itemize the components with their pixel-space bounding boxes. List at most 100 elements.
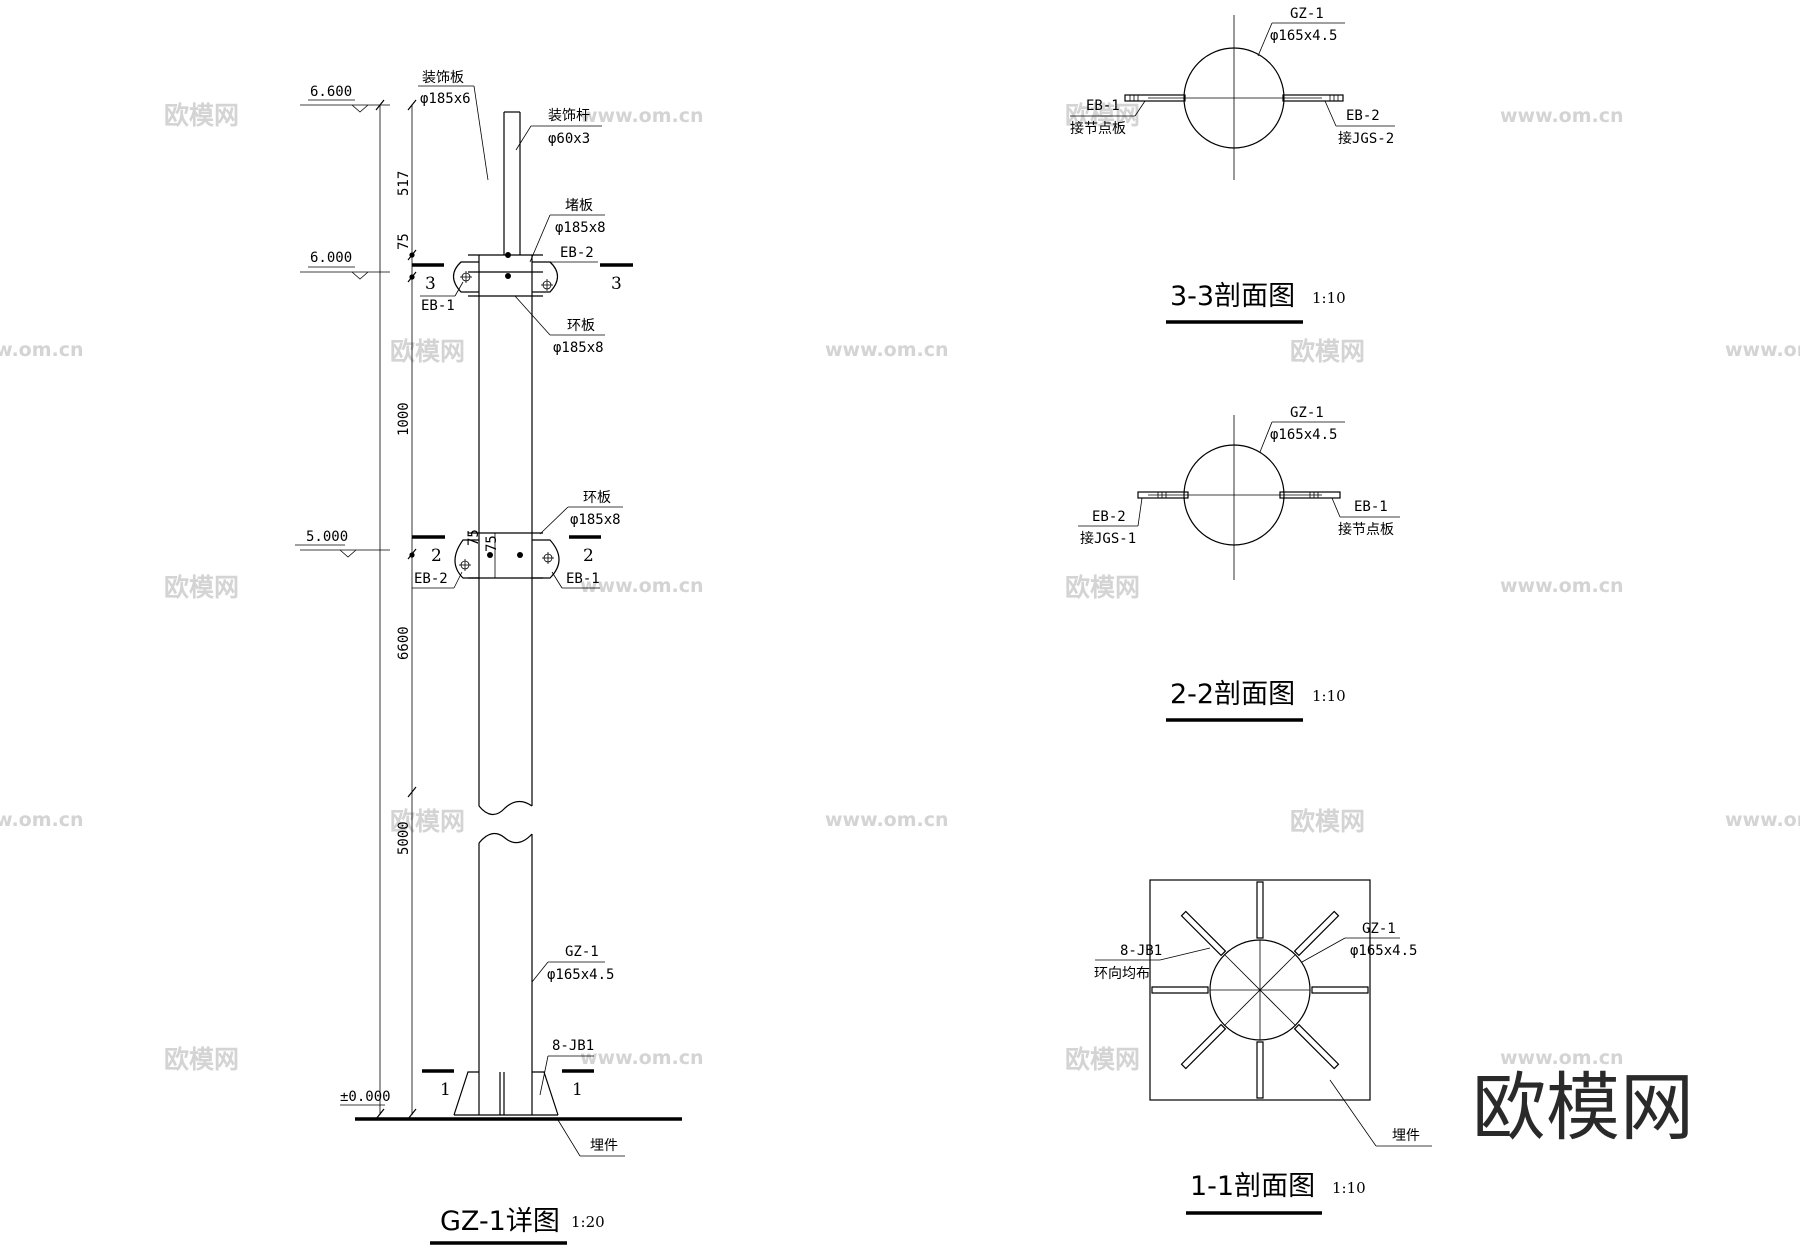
sec22-right-note: 接节点板 <box>1338 521 1394 538</box>
watermark-brand: 欧模网 <box>1065 101 1140 130</box>
level-mark-ground: ±0.000 <box>340 1089 391 1106</box>
section-1-left: 1 <box>440 1080 451 1100</box>
label-cap-plate: 堵板 φ185x8 <box>529 198 606 263</box>
elevation-title: GZ-1详图 <box>440 1206 560 1237</box>
level-6000-label: 6.000 <box>310 250 352 266</box>
section-3-right: 3 <box>611 274 622 294</box>
eb1-plate-mid <box>532 539 560 579</box>
label-eb2-mid: EB-2 <box>412 571 463 589</box>
sec33-right-label: EB-2 <box>1346 108 1380 124</box>
dim-1000: 1000 <box>396 402 412 436</box>
watermark-brand: 欧模网 <box>390 807 465 836</box>
label-eb1-mid: EB-1 <box>551 571 600 589</box>
sec11-title: 1-1剖面图 <box>1190 1171 1315 1202</box>
eb2-mid-label: EB-2 <box>414 571 448 587</box>
label-eb2-top: EB-2 <box>550 245 598 263</box>
sec22-gz-spec: φ165x4.5 <box>1270 427 1337 443</box>
jb-label: 8-JB1 <box>552 1038 594 1054</box>
watermark-brand: 欧模网 <box>1065 573 1140 602</box>
sec33-left-note: 接节点板 <box>1070 120 1126 137</box>
section-2-left: 2 <box>431 546 442 566</box>
watermark-url: www.om.cn <box>1725 339 1800 361</box>
watermark-url: www.om.cn <box>1500 105 1624 127</box>
dim-75-top: 75 <box>396 233 412 250</box>
sec11-embed-label: 埋件 <box>1392 1128 1420 1144</box>
elevation-gz1: 6.600 6.000 5.000 ±0.000 <box>295 70 682 1245</box>
embed-label: 埋件 <box>590 1138 618 1154</box>
sec22-left-note: 接JGS-1 <box>1080 530 1136 547</box>
watermark-url: www.om.cn <box>580 105 704 127</box>
eb2-plate-mid <box>454 539 479 579</box>
base-plate <box>453 1071 559 1116</box>
watermark-brand: 欧模网 <box>164 573 239 602</box>
sec11-gz-spec: φ165x4.5 <box>1350 943 1417 959</box>
watermark-url: www.om.cn <box>580 1047 704 1069</box>
column-label: GZ-1 <box>565 944 599 960</box>
watermark-brand: 欧模网 <box>1290 807 1365 836</box>
section-mark-3: 3 3 <box>412 263 633 294</box>
eb1-plate-top <box>452 261 479 293</box>
section-2-right: 2 <box>583 546 594 566</box>
stiffener-rib <box>1293 1023 1340 1070</box>
eb1-mid-label: EB-1 <box>566 571 600 587</box>
label-column: GZ-1 φ165x4.5 <box>531 944 614 983</box>
dim-5000: 5000 <box>396 821 412 855</box>
section-1-1: 8-JB1 环向均布 GZ-1 φ165x4.5 埋件 1-1剖面图 1:10 <box>1094 879 1432 1215</box>
embed-plate <box>1149 879 1371 1101</box>
sec22-title: 2-2剖面图 <box>1170 679 1295 710</box>
watermark-url: www.om.cn <box>1725 809 1800 831</box>
label-jb: 8-JB1 <box>539 1038 594 1096</box>
stiffener-rib <box>1151 986 1209 994</box>
sec22-scale: 1:10 <box>1312 687 1346 705</box>
sec11-scale: 1:10 <box>1332 1179 1366 1197</box>
deco-rod-label: 装饰杆 <box>548 108 590 124</box>
watermark-brand: 欧模网 <box>164 1045 239 1074</box>
stiffener-ribs <box>1151 881 1369 1099</box>
label-eb1-top: EB-1 <box>420 281 464 314</box>
level-top-label: 6.600 <box>310 84 352 100</box>
sec33-right-note: 接JGS-2 <box>1338 130 1394 147</box>
section-mark-1: 1 1 <box>422 1069 594 1100</box>
level-ground-label: ±0.000 <box>340 1089 391 1105</box>
brand-logo: 欧模网 <box>1472 1065 1694 1151</box>
dim-ticks <box>375 99 417 1120</box>
sec22-gz-label: GZ-1 <box>1290 405 1324 421</box>
dim-6600: 6600 <box>396 626 412 660</box>
section-mark-2: 2 2 <box>412 535 601 566</box>
stiffener-rib <box>1180 910 1227 957</box>
ring-top-label: 环板 <box>567 318 595 334</box>
level-mark-6000: 6.000 <box>300 250 390 280</box>
sec11-jb-label: 8-JB1 <box>1120 943 1162 959</box>
watermark-url: www.om.cn <box>825 339 949 361</box>
centerlines <box>1210 940 1310 1040</box>
section-1-right: 1 <box>572 1080 583 1100</box>
stiffener-rib <box>1256 1041 1264 1099</box>
stiffener-rib <box>1293 910 1340 957</box>
sec33-gz-spec: φ165x4.5 <box>1270 28 1337 44</box>
stiffener-rib <box>1180 1023 1227 1070</box>
section-2-2: GZ-1 φ165x4.5 EB-2 接JGS-1 EB-1 接节点板 2-2剖… <box>1078 405 1400 722</box>
watermark-url: www.om.cn <box>0 809 84 831</box>
label-ring-mid: 环板 φ185x8 <box>539 490 623 535</box>
sec11-jb-note: 环向均布 <box>1094 966 1150 982</box>
sec22-left-label: EB-2 <box>1092 509 1126 525</box>
watermark-url: www.om.cn <box>1500 1047 1624 1069</box>
watermark-brand: 欧模网 <box>164 101 239 130</box>
sec11-gz-label: GZ-1 <box>1362 921 1396 937</box>
ring-mid-spec: φ185x8 <box>570 512 621 528</box>
level-5000-label: 5.000 <box>306 529 348 545</box>
label-embed: 埋件 <box>557 1119 625 1157</box>
sec33-title: 3-3剖面图 <box>1170 281 1295 312</box>
watermark-brand: 欧模网 <box>1065 1045 1140 1074</box>
elevation-scale: 1:20 <box>571 1213 605 1231</box>
sec22-right-label: EB-1 <box>1354 499 1388 515</box>
section-3-left: 3 <box>425 274 436 294</box>
watermark-brand: 欧模网 <box>1290 337 1365 366</box>
level-mark-top: 6.600 <box>300 84 390 113</box>
watermark-url: www.om.cn <box>825 809 949 831</box>
column-shaft <box>478 255 533 1115</box>
sec33-gz-label: GZ-1 <box>1290 6 1324 22</box>
watermark-url: www.om.cn <box>580 575 704 597</box>
label-ring-top: 环板 φ185x8 <box>514 295 605 356</box>
